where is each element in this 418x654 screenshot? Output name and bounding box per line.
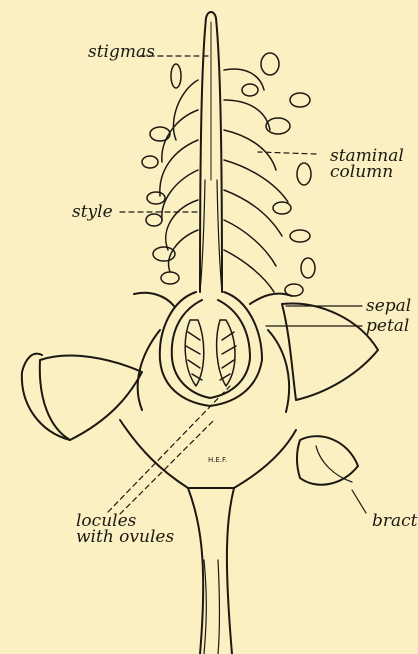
ovary-wall: [160, 292, 262, 406]
style-column: [200, 12, 222, 292]
petals: [134, 293, 292, 306]
right-sepal: [282, 303, 378, 400]
leader-lines: [108, 56, 366, 514]
stamens-right: [224, 53, 315, 296]
label-petal: petal: [366, 318, 409, 334]
label-bract: bract: [372, 513, 418, 529]
artist-signature: H.E.F.: [208, 456, 227, 464]
label-style: style: [72, 204, 113, 220]
label-locules-with-ovules: locules with ovules: [76, 513, 174, 545]
stamens-left: [142, 64, 198, 284]
stalk: [188, 488, 234, 654]
label-with-ovules: with ovules: [76, 529, 174, 545]
bract: [297, 436, 358, 485]
label-stigmas: stigmas: [88, 44, 155, 60]
label-column: column: [330, 164, 404, 180]
locules: [185, 320, 236, 386]
label-sepal: sepal: [366, 298, 411, 314]
label-staminal-column: staminal column: [330, 148, 404, 180]
